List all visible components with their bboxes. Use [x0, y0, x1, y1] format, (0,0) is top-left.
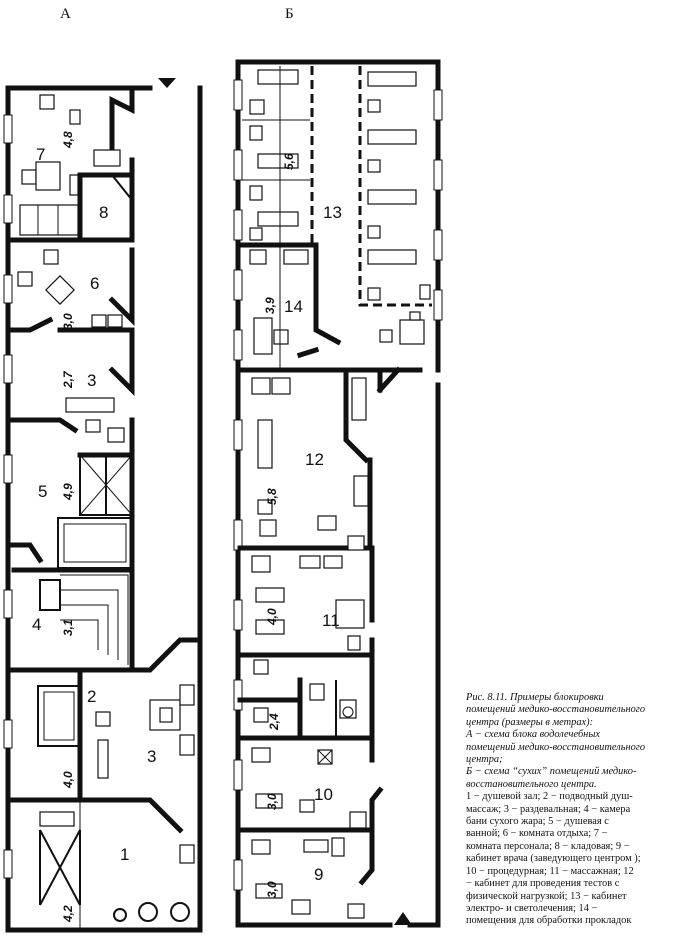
- caption-line: комната персонала; 8 − кладовая; 9 −: [466, 840, 630, 852]
- plan-b-label: Б: [285, 6, 294, 22]
- plan-a-dim-room-6: 3,0: [61, 313, 75, 330]
- plan-a-dim-room-4: 3,1: [61, 619, 75, 636]
- plan-a-room-2: 2: [87, 687, 96, 706]
- caption-line: помещений медико-восстановительного: [466, 704, 646, 716]
- figure-caption: Рис. 8.11. Примеры блокировки помещений …: [466, 692, 672, 928]
- caption-line: физической нагрузкой; 13 − кабинет: [466, 890, 627, 902]
- plan-a-label: А: [60, 6, 71, 22]
- caption-line: ванной; 6 − комната отдыха; 7 −: [466, 828, 608, 840]
- caption-line: восстановительного центра.: [466, 778, 597, 790]
- plan-b-room-14: 14: [284, 297, 303, 316]
- caption-line: помещений медико-восстановительного: [466, 741, 646, 753]
- plan-a-room-5: 5: [38, 482, 47, 501]
- plan-a-room-3-upper: 3: [87, 371, 96, 390]
- plan-b-dim-room-9: 3,0: [265, 881, 279, 898]
- plan-b-room-9: 9: [314, 865, 323, 884]
- entrance-arrow-icon: [158, 78, 176, 88]
- caption-line: центра (размеры в метрах):: [466, 716, 594, 728]
- plan-b: [233, 59, 443, 928]
- caption-line: центра;: [466, 754, 503, 766]
- plan-a-dim-room-5: 4,9: [61, 483, 75, 501]
- plan-a-dim-room-3: 2,7: [61, 370, 75, 389]
- plan-b-dim-room-13: 5,6: [282, 153, 296, 170]
- plan-a: [3, 78, 203, 933]
- plan-a-dim-room-1: 4,2: [61, 905, 75, 923]
- plan-b-room-13: 13: [323, 203, 342, 222]
- plan-b-dim-wc: 2,4: [267, 713, 281, 731]
- plan-b-dim-room-10: 3,0: [265, 793, 279, 810]
- plan-a-room-3-lower: 3: [147, 747, 156, 766]
- plan-b-dim-room-14: 3,9: [263, 297, 277, 314]
- plan-a-dim-room-2: 4,0: [61, 771, 75, 789]
- plan-a-room-7: 7: [36, 145, 45, 164]
- entrance-arrow-icon: [394, 912, 412, 925]
- caption-line: помещения для обработки прокладок: [466, 915, 632, 927]
- caption-line: 1 − душевой зал; 2 − подводный душ-: [466, 791, 633, 803]
- caption-line: 10 − процедурная; 11 − массажная; 12: [466, 865, 634, 877]
- caption-line: Рис. 8.11. Примеры блокировки: [466, 692, 604, 703]
- plan-a-room-4: 4: [32, 615, 41, 634]
- caption-line: бани сухого жара; 5 − душевая с: [466, 816, 609, 828]
- caption-line: Б − схема “сухих” помещений медико-: [466, 766, 637, 778]
- plan-a-room-1: 1: [120, 845, 129, 864]
- caption-line: − кабинет для проведения тестов с: [466, 878, 620, 890]
- plan-b-dim-room-11: 4,0: [265, 608, 279, 626]
- caption-line: кабинет врача (заведующего центром );: [466, 853, 641, 865]
- caption-line: массаж; 3 − раздевальная; 4 − камера: [466, 803, 631, 815]
- caption-line: А − схема блока водолечебных: [466, 729, 600, 741]
- plan-b-room-11: 11: [322, 611, 340, 630]
- plan-b-room-12: 12: [305, 450, 324, 469]
- plan-b-room-10: 10: [314, 785, 333, 804]
- plan-a-room-6: 6: [90, 274, 99, 293]
- plan-b-dim-room-12: 5,8: [265, 488, 279, 505]
- plan-a-dim-room-7: 4,8: [61, 131, 75, 149]
- caption-line: электро- и светолечения; 14 −: [466, 902, 598, 914]
- plan-a-room-8: 8: [99, 203, 108, 222]
